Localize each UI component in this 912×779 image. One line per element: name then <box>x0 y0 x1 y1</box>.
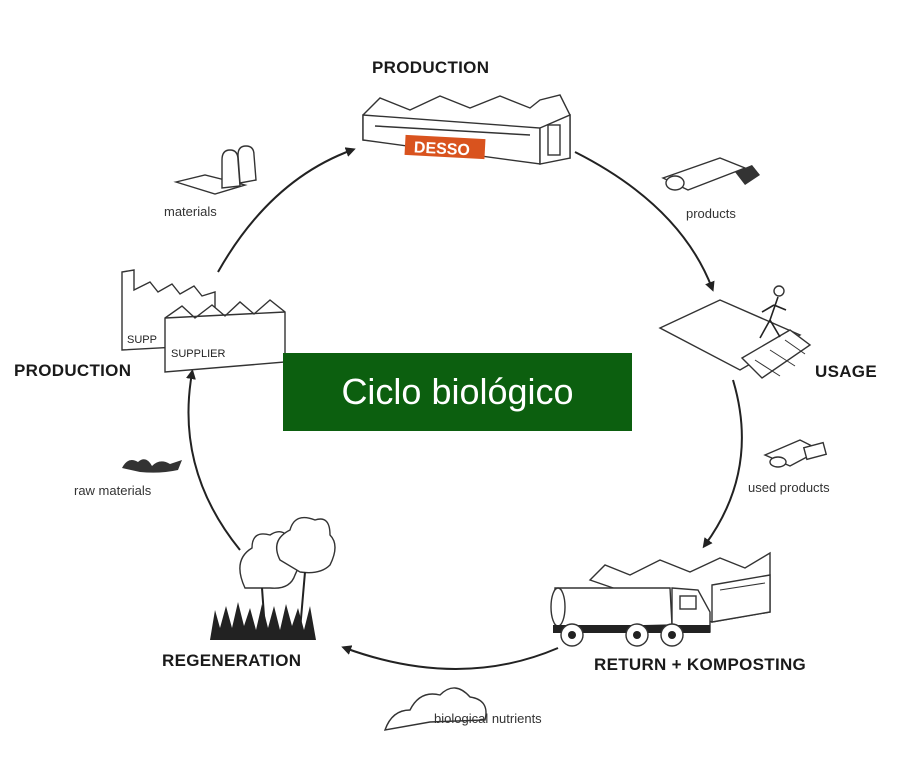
stage-label-usage: USAGE <box>815 362 877 381</box>
flow-label-raw-materials: raw materials <box>74 483 152 498</box>
diagram-title: Ciclo biológico <box>341 371 574 412</box>
stage-label-production-left: PRODUCTION <box>14 361 131 380</box>
arrow-supplier-to-production <box>217 147 356 273</box>
flow-label-products: products <box>686 206 736 221</box>
arrow-return-to-regeneration <box>341 645 559 670</box>
raw-materials-icon <box>122 459 182 473</box>
arrow-production-to-usage <box>574 151 715 292</box>
supplier-front-sign: SUPPLIER <box>171 348 225 360</box>
cloud-icon <box>383 687 487 731</box>
supplier-factory-icon: SUPP SUPPLIER <box>121 269 286 373</box>
arrow-regeneration-to-supplier <box>186 369 241 551</box>
supplier-back-sign: SUPP <box>127 334 157 346</box>
stage-label-return: RETURN + KOMPOSTING <box>594 655 806 674</box>
arrow-usage-to-return <box>702 379 743 549</box>
used-carpet-icon <box>763 439 828 468</box>
carpet-roll-icon <box>661 157 760 191</box>
trees-icon <box>210 516 336 640</box>
desso-sign-text: DESSO <box>413 139 470 159</box>
stage-label-production-top: PRODUCTION <box>372 58 489 77</box>
factory-icon: DESSO <box>362 94 571 165</box>
desso-sign <box>404 134 486 160</box>
truck-icon <box>550 551 771 647</box>
flow-label-biological-nutrients: biological nutrients <box>434 711 542 726</box>
person-on-carpet-icon <box>658 285 812 379</box>
title-banner: Ciclo biológico <box>283 353 632 431</box>
flow-label-used-products: used products <box>748 480 830 495</box>
stage-label-regeneration: REGENERATION <box>162 651 301 670</box>
flow-label-materials: materials <box>164 204 217 219</box>
silo-icon <box>173 145 257 195</box>
